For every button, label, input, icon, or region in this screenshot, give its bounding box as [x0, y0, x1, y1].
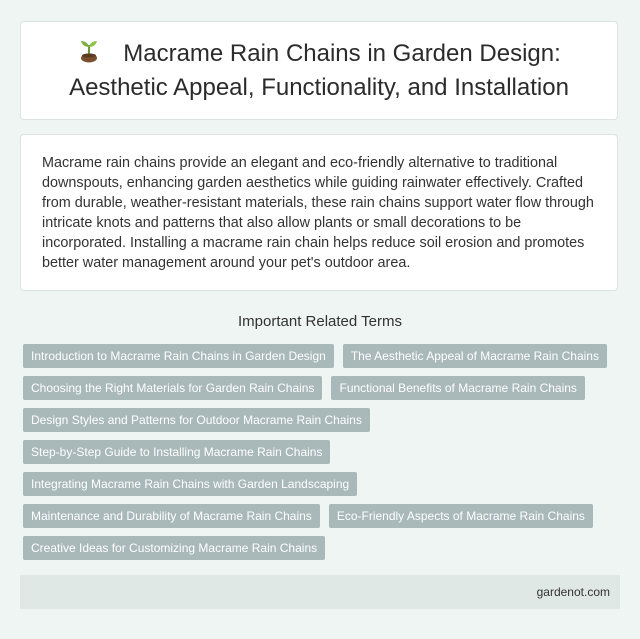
related-term-tag[interactable]: Integrating Macrame Rain Chains with Gar… — [23, 472, 358, 496]
intro-paragraph: Macrame rain chains provide an elegant a… — [42, 155, 594, 271]
related-term-tag[interactable]: Maintenance and Durability of Macrame Ra… — [23, 504, 320, 528]
terms-row: Maintenance and Durability of Macrame Ra… — [23, 504, 623, 528]
related-terms-heading: Important Related Terms — [238, 313, 402, 330]
terms-row: Creative Ideas for Customizing Macrame R… — [23, 536, 623, 560]
terms-row: Step-by-Step Guide to Installing Macrame… — [23, 440, 623, 464]
related-term-tag[interactable]: Step-by-Step Guide to Installing Macrame… — [23, 440, 331, 464]
terms-row: Design Styles and Patterns for Outdoor M… — [23, 408, 623, 432]
related-term-tag[interactable]: Choosing the Right Materials for Garden … — [23, 376, 323, 400]
related-term-tag[interactable]: Eco-Friendly Aspects of Macrame Rain Cha… — [328, 504, 593, 528]
related-term-tag[interactable]: The Aesthetic Appeal of Macrame Rain Cha… — [342, 344, 607, 368]
terms-row: Integrating Macrame Rain Chains with Gar… — [23, 472, 623, 496]
related-term-tag[interactable]: Introduction to Macrame Rain Chains in G… — [23, 344, 334, 368]
intro-card: Macrame rain chains provide an elegant a… — [20, 134, 618, 291]
related-terms-list: Introduction to Macrame Rain Chains in G… — [23, 344, 623, 568]
related-term-tag[interactable]: Functional Benefits of Macrame Rain Chai… — [331, 376, 585, 400]
page-title-text: Macrame Rain Chains in Garden Design: Ae… — [69, 39, 569, 101]
title-card: Macrame Rain Chains in Garden Design: Ae… — [20, 21, 618, 120]
terms-row: Introduction to Macrame Rain Chains in G… — [23, 344, 623, 368]
related-term-tag[interactable]: Design Styles and Patterns for Outdoor M… — [23, 408, 370, 432]
related-term-tag[interactable]: Creative Ideas for Customizing Macrame R… — [23, 536, 326, 560]
footer-site-link[interactable]: gardenot.com — [536, 585, 610, 599]
sprout-icon — [77, 39, 101, 72]
footer: gardenot.com — [20, 575, 620, 609]
page-title: Macrame Rain Chains in Garden Design: Ae… — [49, 38, 589, 104]
terms-row: Choosing the Right Materials for Garden … — [23, 376, 623, 400]
